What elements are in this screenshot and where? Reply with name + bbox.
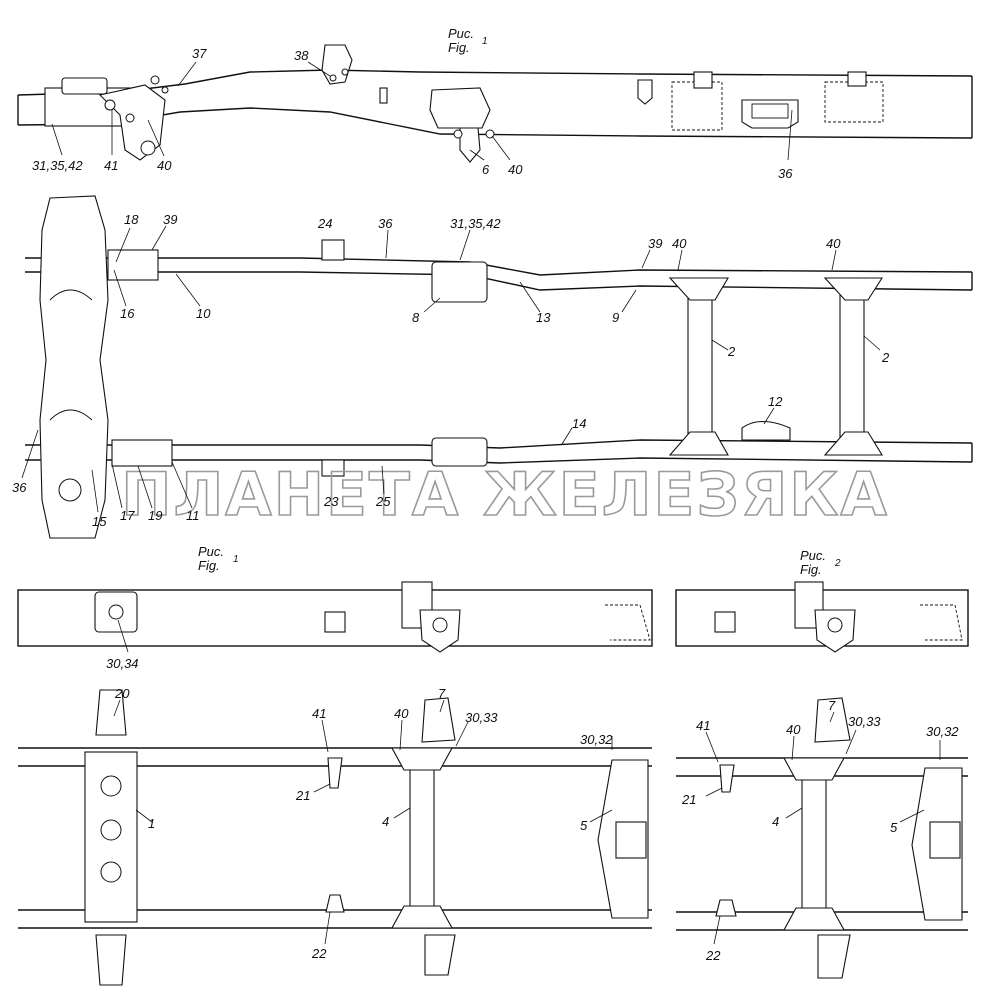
callout-label: 10: [196, 306, 211, 321]
callout-label: 39: [648, 236, 662, 251]
figure-caption-top-fig1: Рис. Fig. 1: [448, 26, 488, 55]
callout-label: 30,34: [106, 656, 139, 671]
callout-label: 36: [778, 166, 793, 181]
callout-label: 30,32: [926, 724, 959, 739]
callout-label: 40: [786, 722, 801, 737]
caption-num: 1: [233, 554, 239, 565]
callout-label: 18: [124, 212, 139, 227]
callouts-top-plan-view: 18 39 24 36 31,35,42 39 40 40 16 10 8 13…: [12, 212, 890, 529]
caption-en: Fig.: [800, 562, 822, 577]
callout-label: 39: [163, 212, 177, 227]
callout-label: 38: [294, 48, 309, 63]
callout-label: 1: [148, 816, 155, 831]
callouts-rear-plan-fig2: 41 40 7 30,33 30,32 21 4 5 22: [681, 698, 959, 963]
callout-label: 40: [508, 162, 523, 177]
caption-en: Fig.: [448, 40, 470, 55]
front-frame-plan-view: [25, 195, 973, 539]
callout-label: 15: [92, 514, 107, 529]
callout-label: 23: [323, 494, 339, 509]
watermark: ПЛАНЕТА ЖЕЛЕЗЯКА: [121, 460, 889, 530]
callout-label: 22: [705, 948, 721, 963]
callout-label: 21: [295, 788, 310, 803]
callout-label: 40: [826, 236, 841, 251]
caption-en: Fig.: [198, 558, 220, 573]
callout-label: 17: [120, 508, 135, 523]
callouts-top-side-view: 37 38 31,35,42 41 40 6 40 36: [32, 46, 793, 181]
callout-label: 4: [382, 814, 389, 829]
callout-label: 30,33: [465, 710, 498, 725]
rear-frame-plan-view-fig2: [676, 697, 968, 979]
caption-ru: Рис.: [198, 544, 224, 559]
figure-caption-mid-fig2: Рис. Fig. 2: [800, 548, 841, 577]
callout-label: 9: [612, 310, 619, 325]
callout-label: 36: [378, 216, 393, 231]
callout-label: 8: [412, 310, 420, 325]
callout-label: 19: [148, 508, 162, 523]
callout-label: 14: [572, 416, 586, 431]
caption-ru: Рис.: [800, 548, 826, 563]
caption-num: 2: [834, 558, 841, 569]
caption-num: 1: [482, 36, 488, 47]
callout-label: 37: [192, 46, 207, 61]
callout-label: 13: [536, 310, 551, 325]
callout-label: 20: [114, 686, 130, 701]
callout-label: 30,33: [848, 714, 881, 729]
callout-label: 24: [317, 216, 332, 231]
callout-label: 40: [157, 158, 172, 173]
callouts-rear-plan-fig1: 20 41 40 7 30,33 30,32 21 4 5 1 22: [113, 686, 613, 961]
callout-label: 7: [438, 686, 446, 701]
callout-label: 31,35,42: [450, 216, 501, 231]
callout-label: 41: [312, 706, 326, 721]
callout-label: 30,32: [580, 732, 613, 747]
callout-label: 16: [120, 306, 135, 321]
front-frame-side-view: [17, 44, 973, 163]
callout-label: 4: [772, 814, 779, 829]
callout-label: 11: [186, 508, 200, 523]
callout-label: 2: [727, 344, 736, 359]
rear-frame-side-view-fig1: [17, 581, 653, 653]
callout-label: 36: [12, 480, 27, 495]
callout-label: 40: [672, 236, 687, 251]
caption-ru: Рис.: [448, 26, 474, 41]
callout-label: 6: [482, 162, 490, 177]
callout-label: 41: [696, 718, 710, 733]
rear-frame-side-view-fig2: [675, 581, 969, 653]
callout-label: 2: [881, 350, 890, 365]
callout-label: 12: [768, 394, 783, 409]
callout-label: 31,35,42: [32, 158, 83, 173]
callout-label: 21: [681, 792, 696, 807]
callout-label: 22: [311, 946, 327, 961]
callout-label: 7: [828, 698, 836, 713]
figure-caption-mid-fig1: Рис. Fig. 1: [198, 544, 239, 573]
callout-label: 5: [580, 818, 588, 833]
rear-frame-plan-view-fig1: [18, 689, 652, 986]
callout-label: 5: [890, 820, 898, 835]
callouts-rear-side-fig1: 30,34: [106, 619, 139, 671]
callout-label: 25: [375, 494, 391, 509]
callout-label: 41: [104, 158, 118, 173]
callout-label: 40: [394, 706, 409, 721]
